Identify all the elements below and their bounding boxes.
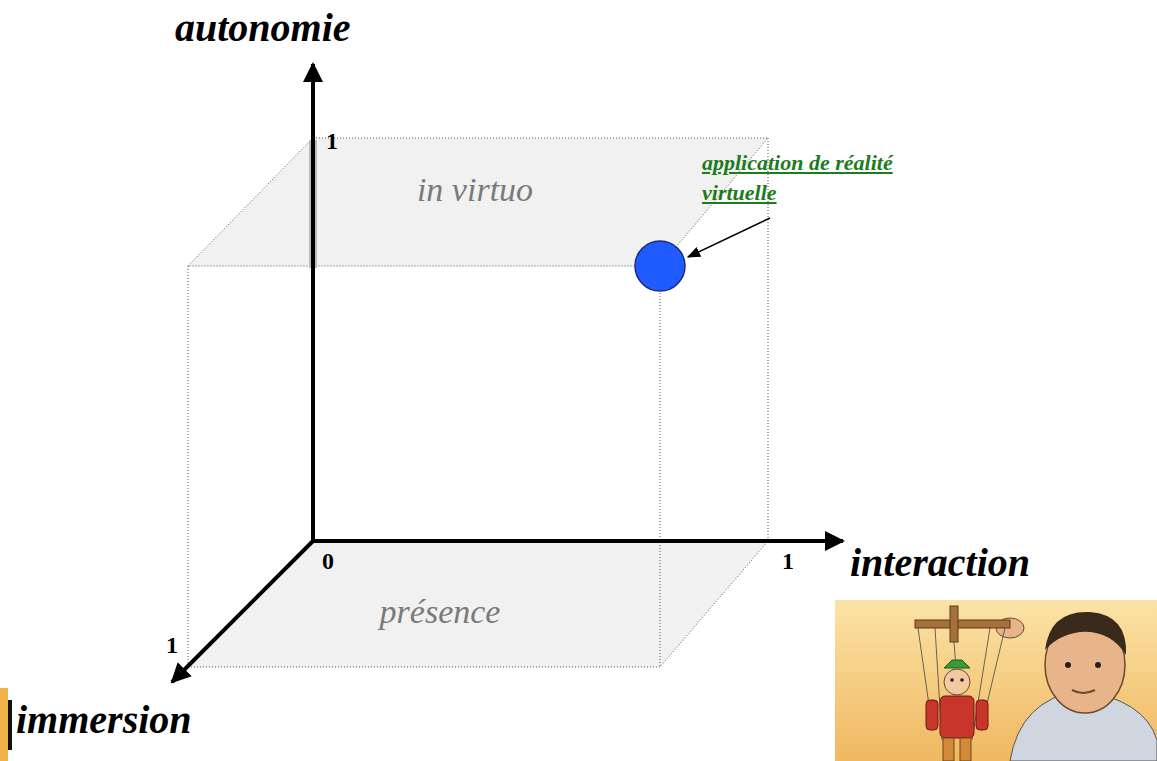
cropped-image-edge [8,700,12,750]
origin-tick: 0 [322,548,334,574]
cropped-image [0,688,8,761]
axis-title: interaction [850,541,1030,585]
bottom-face [188,541,768,667]
leader-arrow [688,218,770,257]
axis-title: autonomie [175,6,351,50]
point-marker [635,241,685,291]
top-face [188,138,768,266]
face-label: in virtuo [417,171,533,208]
axis-title: immersion [16,698,192,742]
puppeteer-illustration [835,600,1157,761]
face-label: présence [380,593,501,630]
axis-tick: 1 [166,632,178,658]
callout-link: application de réalité virtuelle [702,148,917,207]
cube-edges [188,138,768,667]
axis-tick: 1 [326,128,338,154]
axis-tick: 1 [782,548,794,574]
